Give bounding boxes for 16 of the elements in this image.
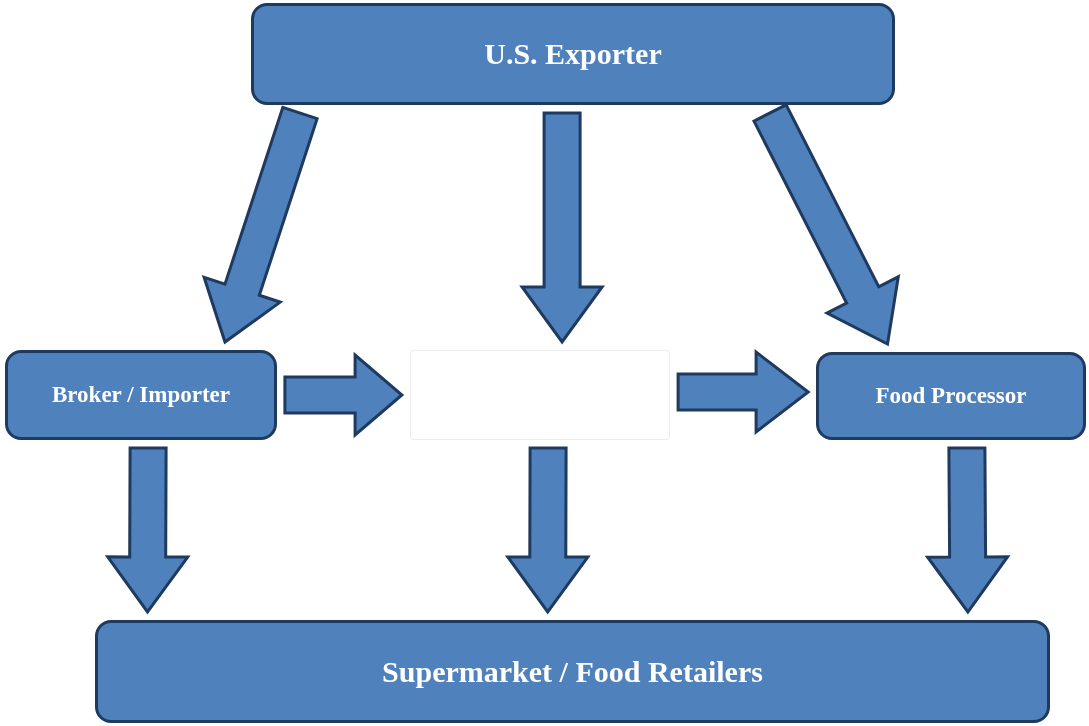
box-label: Supermarket / Food Retailers	[382, 653, 763, 690]
block-arrow	[752, 102, 901, 347]
block-arrow	[283, 351, 405, 439]
block-arrow	[676, 348, 811, 436]
process-box	[816, 352, 1086, 440]
block-arrow	[519, 111, 606, 345]
box-label: U.S. Exporter	[484, 36, 662, 73]
process-box	[251, 3, 895, 105]
box-label: Food Processor	[875, 381, 1027, 410]
process-box	[5, 350, 277, 440]
block-arrow	[924, 446, 1011, 615]
block-arrow	[104, 446, 191, 615]
block-arrow	[201, 105, 319, 345]
process-box	[95, 620, 1050, 723]
block-arrow	[504, 446, 591, 615]
box-label: Broker / Importer	[52, 380, 230, 409]
